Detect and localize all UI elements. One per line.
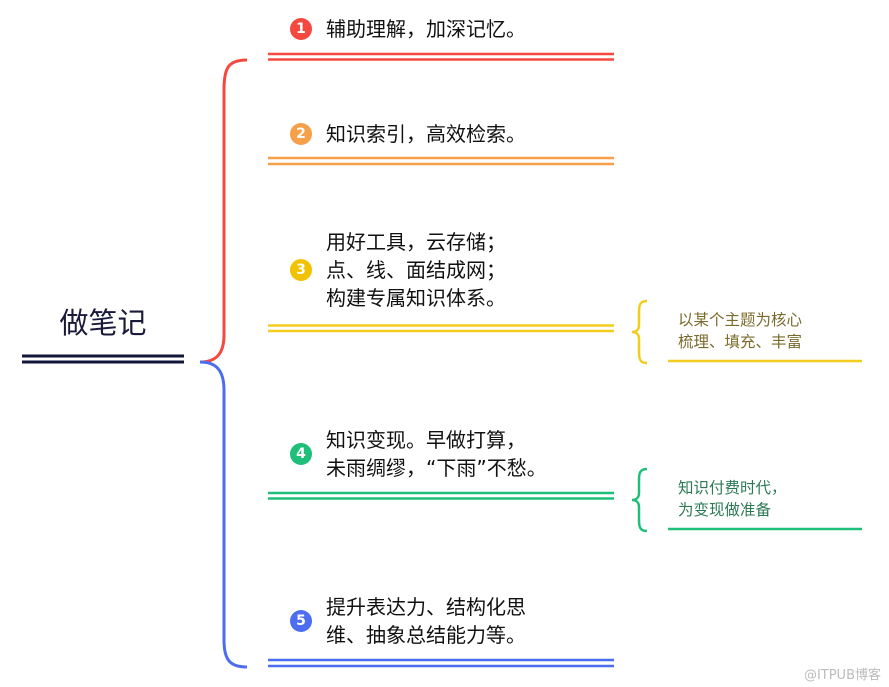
branch-item-2[interactable]: 2 知识索引，高效检索。 (290, 120, 526, 148)
root-underline (22, 354, 184, 364)
branch-item-5[interactable]: 5 提升表达力、结构化思 维、抽象总结能力等。 (290, 593, 526, 649)
branch-item-1[interactable]: 1 辅助理解，加深记忆。 (290, 15, 526, 43)
item-text: 辅助理解，加深记忆。 (326, 17, 526, 41)
item-2-underline (268, 156, 614, 166)
note-text: 以某个主题为核心 (678, 311, 803, 329)
note-2[interactable]: 知识付费时代， 为变现做准备 (678, 477, 787, 521)
root-topic[interactable]: 做笔记 (59, 306, 147, 340)
number-badge: 2 (290, 123, 312, 145)
branch-item-3[interactable]: 3 用好工具，云存储； 点、线、面结成网； 构建专属知识体系。 (290, 228, 506, 312)
note-1[interactable]: 以某个主题为核心 梳理、填充、丰富 (678, 309, 802, 353)
item-text: 构建专属知识体系。 (326, 286, 506, 310)
item-text: 维、抽象总结能力等。 (326, 623, 526, 647)
branch-item-4[interactable]: 4 知识变现。早做打算， 未雨绸缪，“下雨”不愁。 (290, 426, 547, 482)
number-badge: 1 (290, 18, 312, 40)
watermark: @ITPUB博客 (803, 668, 881, 683)
note-text: 知识付费时代， (678, 479, 787, 497)
note-text: 梳理、填充、丰富 (678, 333, 803, 351)
item-text: 用好工具，云存储； (326, 230, 506, 254)
number-badge: 5 (290, 610, 312, 632)
item-text: 点、线、面结成网； (326, 258, 506, 282)
number-badge: 4 (290, 443, 312, 465)
item-1-underline (268, 52, 614, 61)
item-text: 未雨绸缪，“下雨”不愁。 (326, 456, 547, 480)
note-1-brace (631, 299, 648, 365)
red-brace (199, 58, 248, 364)
item-5-underline (268, 658, 614, 668)
item-4-underline (268, 491, 614, 500)
item-text: 知识变现。早做打算， (326, 428, 526, 452)
item-text: 知识索引，高效检索。 (326, 122, 526, 146)
blue-brace (199, 360, 248, 669)
note-2-brace (631, 467, 648, 533)
number-badge: 3 (290, 259, 312, 281)
note-text: 为变现做准备 (678, 501, 772, 519)
item-3-underline (268, 324, 614, 333)
item-text: 提升表达力、结构化思 (326, 595, 526, 619)
